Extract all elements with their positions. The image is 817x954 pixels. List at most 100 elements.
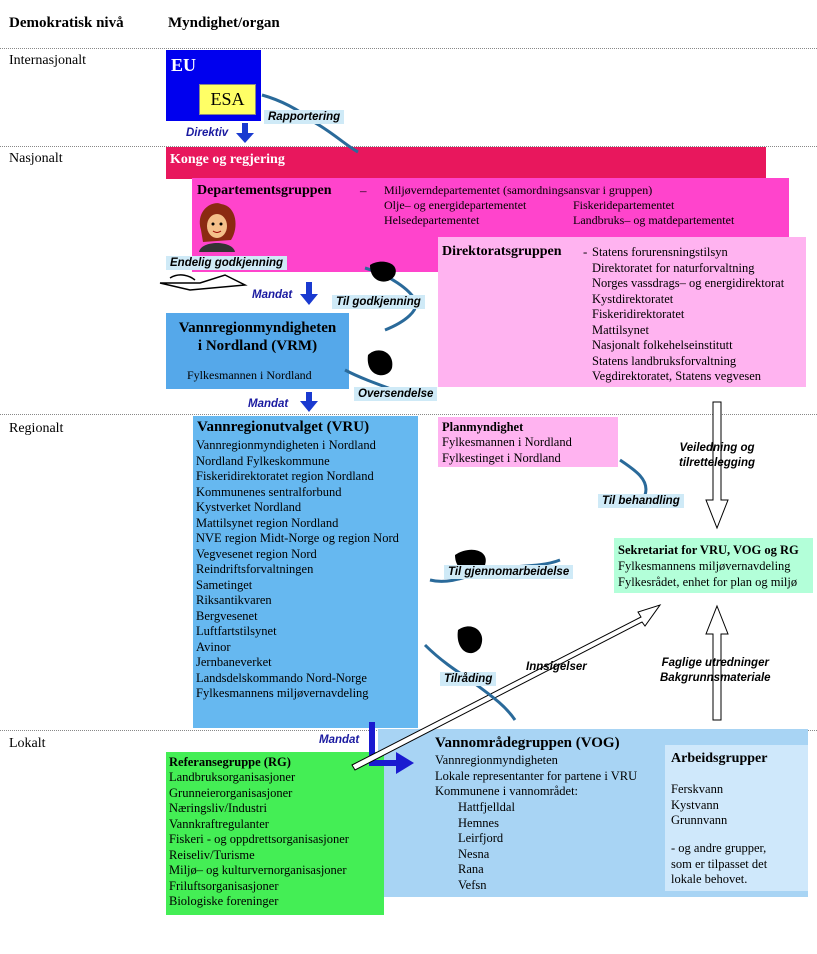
list-item: lokale behovet.: [671, 872, 748, 886]
list-item: Kommunene i vannområdet:: [435, 784, 579, 798]
list-item: Mattilsynet: [592, 322, 649, 337]
list-item: Kystverket Nordland: [196, 500, 302, 514]
label-til-behandling: Til behandling: [598, 494, 684, 508]
list-item: Leirfjord: [458, 831, 504, 845]
esa-box: ESA: [199, 84, 256, 115]
sekretariat-box: Sekretariat for VRU, VOG og RG Fylkesman…: [614, 538, 813, 593]
list-item: Næringsliv/Industri: [169, 801, 267, 815]
list-item: Fylkesmannens miljøvernavdeling: [196, 686, 369, 700]
vog-kommuner: Hattfjelldal Hemnes Leirfjord Nesna Rana…: [458, 800, 515, 893]
konge-label: Konge og regjering: [170, 152, 285, 167]
list-item: Rana: [458, 862, 484, 876]
list-item: Fylkesmannens miljøvernavdeling: [618, 559, 791, 573]
label-direktiv: Direktiv: [186, 127, 229, 139]
list-item: Vefsn: [458, 877, 487, 892]
list-item: Fiskeridepartementet: [573, 198, 675, 212]
list-item: Vannregionmyndigheten i Nordland: [196, 438, 376, 452]
label-oversendelse: Oversendelse: [354, 387, 438, 401]
list-item: Miljø– og kulturvernorganisasjoner: [169, 863, 347, 877]
list-item: Kystdirektoratet: [592, 291, 674, 306]
list-item: Reiseliv/Turisme: [169, 847, 255, 862]
direktorat-box: Direktoratsgruppen - Statens forurensnin…: [438, 237, 806, 387]
list-item: Hattfjelldal: [458, 800, 515, 814]
konge-box: Konge og regjering: [166, 147, 766, 179]
list-item: Avinor: [196, 639, 231, 654]
list-item: Hemnes: [458, 815, 499, 830]
label-line: Bakgrunnsmateriale: [660, 672, 771, 684]
list-item: Vegdirektoratet, Statens vegvesen: [592, 369, 762, 383]
list-item: som er tilpasset det: [671, 856, 768, 871]
list-item: - og andre grupper,: [671, 841, 767, 855]
eu-label: EU: [171, 55, 197, 75]
direktorat-dash: -: [583, 244, 588, 259]
arrow-right-icon: [369, 722, 414, 774]
departement-dash: –: [360, 183, 367, 198]
plan-box: Planmyndighet Fylkesmannen i Nordland Fy…: [438, 417, 618, 467]
arbeid-title: Arbeidsgrupper: [671, 751, 768, 766]
vrm-title-line: Vannregionmyndigheten: [178, 320, 337, 336]
authority-column-header: Myndighet/organ: [168, 15, 280, 31]
vru-title: Vannregionutvalget (VRU): [197, 419, 370, 435]
list-item: Landbruksorganisasjoner: [169, 770, 296, 784]
departement-list-1: Miljøverndepartementet (samordningsansva…: [384, 183, 652, 228]
divider: [0, 414, 817, 415]
label-line: Veiledning og: [679, 442, 755, 454]
vrm-title: Vannregionmyndigheten i Nordland (VRM): [166, 319, 349, 355]
vru-list: Vannregionmyndigheten i Nordland Nordlan…: [196, 438, 399, 702]
vog-title: Vannområdegruppen (VOG): [435, 735, 620, 751]
rg-box: Referansegruppe (RG) Landbruksorganisasj…: [166, 752, 384, 915]
label-line: Faglige utredninger: [661, 657, 769, 669]
list-item: Grunneierorganisasjoner: [169, 785, 293, 800]
list-item: Vannkraftregulanter: [169, 816, 269, 831]
arbeid-list: Ferskvann Kystvann Grunnvann: [671, 782, 727, 829]
label-mandat: Mandat: [252, 289, 293, 301]
list-item: Fiskeridirektoratet: [592, 307, 685, 321]
list-item: Olje– og energidepartementet: [384, 198, 527, 212]
signing-icon: [159, 274, 248, 291]
arrow-down-icon: [300, 282, 318, 305]
label-line: tilrettelegging: [679, 457, 756, 469]
list-item: Luftfartstilsynet: [196, 624, 277, 638]
arbeid-box: Arbeidsgrupper Ferskvann Kystvann Grunnv…: [665, 745, 808, 891]
list-item: Nasjonalt folkehelseinstitutt: [592, 338, 733, 352]
list-item: Friluftsorganisasjoner: [169, 878, 279, 893]
handshake-icon: [261, 93, 648, 721]
rg-list: Landbruksorganisasjoner Grunneierorganis…: [169, 770, 349, 910]
arrow-down-icon: [236, 123, 254, 143]
arrow-down-icon: [300, 392, 318, 412]
list-item: Vannregionmyndigheten: [435, 753, 558, 767]
departement-list-2: Fiskeridepartementet Landbruks– og matde…: [573, 198, 734, 228]
list-item: Ferskvann: [671, 782, 724, 796]
list-item: Grunnvann: [671, 813, 728, 827]
label-faglige: Faglige utredninger Bakgrunnsmateriale: [656, 655, 775, 687]
arbeid-note: - og andre grupper, som er tilpasset det…: [671, 841, 767, 888]
list-item: Direktoratet for naturforvaltning: [592, 260, 755, 275]
plan-list: Fylkesmannen i Nordland Fylkestinget i N…: [442, 435, 572, 466]
list-item: Bergvesenet: [196, 608, 258, 623]
list-item: Biologiske foreninger: [169, 894, 279, 908]
list-item: Fylkesrådet, enhet for plan og miljø: [618, 574, 798, 589]
list-item: Lokale representanter for partene i VRU: [435, 768, 638, 783]
level-nasjonalt: Nasjonalt: [9, 151, 63, 166]
departement-title: Departementsgruppen: [197, 183, 332, 198]
list-item: Fiskeri - og oppdrettsorganisasjoner: [169, 832, 349, 846]
list-item: Mattilsynet region Nordland: [196, 515, 339, 530]
list-item: Fylkesmannen i Nordland: [442, 435, 572, 449]
level-column-header: Demokratisk nivå: [9, 15, 124, 31]
list-item: Kystvann: [671, 797, 719, 812]
label-rapportering: Rapportering: [264, 110, 345, 124]
list-item: Vegvesenet region Nord: [196, 546, 317, 561]
list-item: Reindriftsforvaltningen: [196, 562, 314, 576]
vrm-sub: Fylkesmannen i Nordland: [187, 368, 312, 382]
list-item: Riksantikvaren: [196, 593, 272, 607]
divider: [0, 48, 817, 49]
label-veiledning: Veiledning og tilrettelegging: [675, 440, 759, 472]
list-item: Nesna: [458, 846, 490, 861]
list-item: Kommunenes sentralforbund: [196, 484, 342, 499]
level-regionalt: Regionalt: [9, 421, 64, 436]
list-item: Norges vassdrags– og energidirektorat: [592, 276, 785, 290]
list-item: Sametinget: [196, 577, 253, 592]
list-item: Miljøverndepartementet (samordningsansva…: [384, 183, 653, 197]
list-item: Statens landbruksforvaltning: [592, 353, 737, 368]
